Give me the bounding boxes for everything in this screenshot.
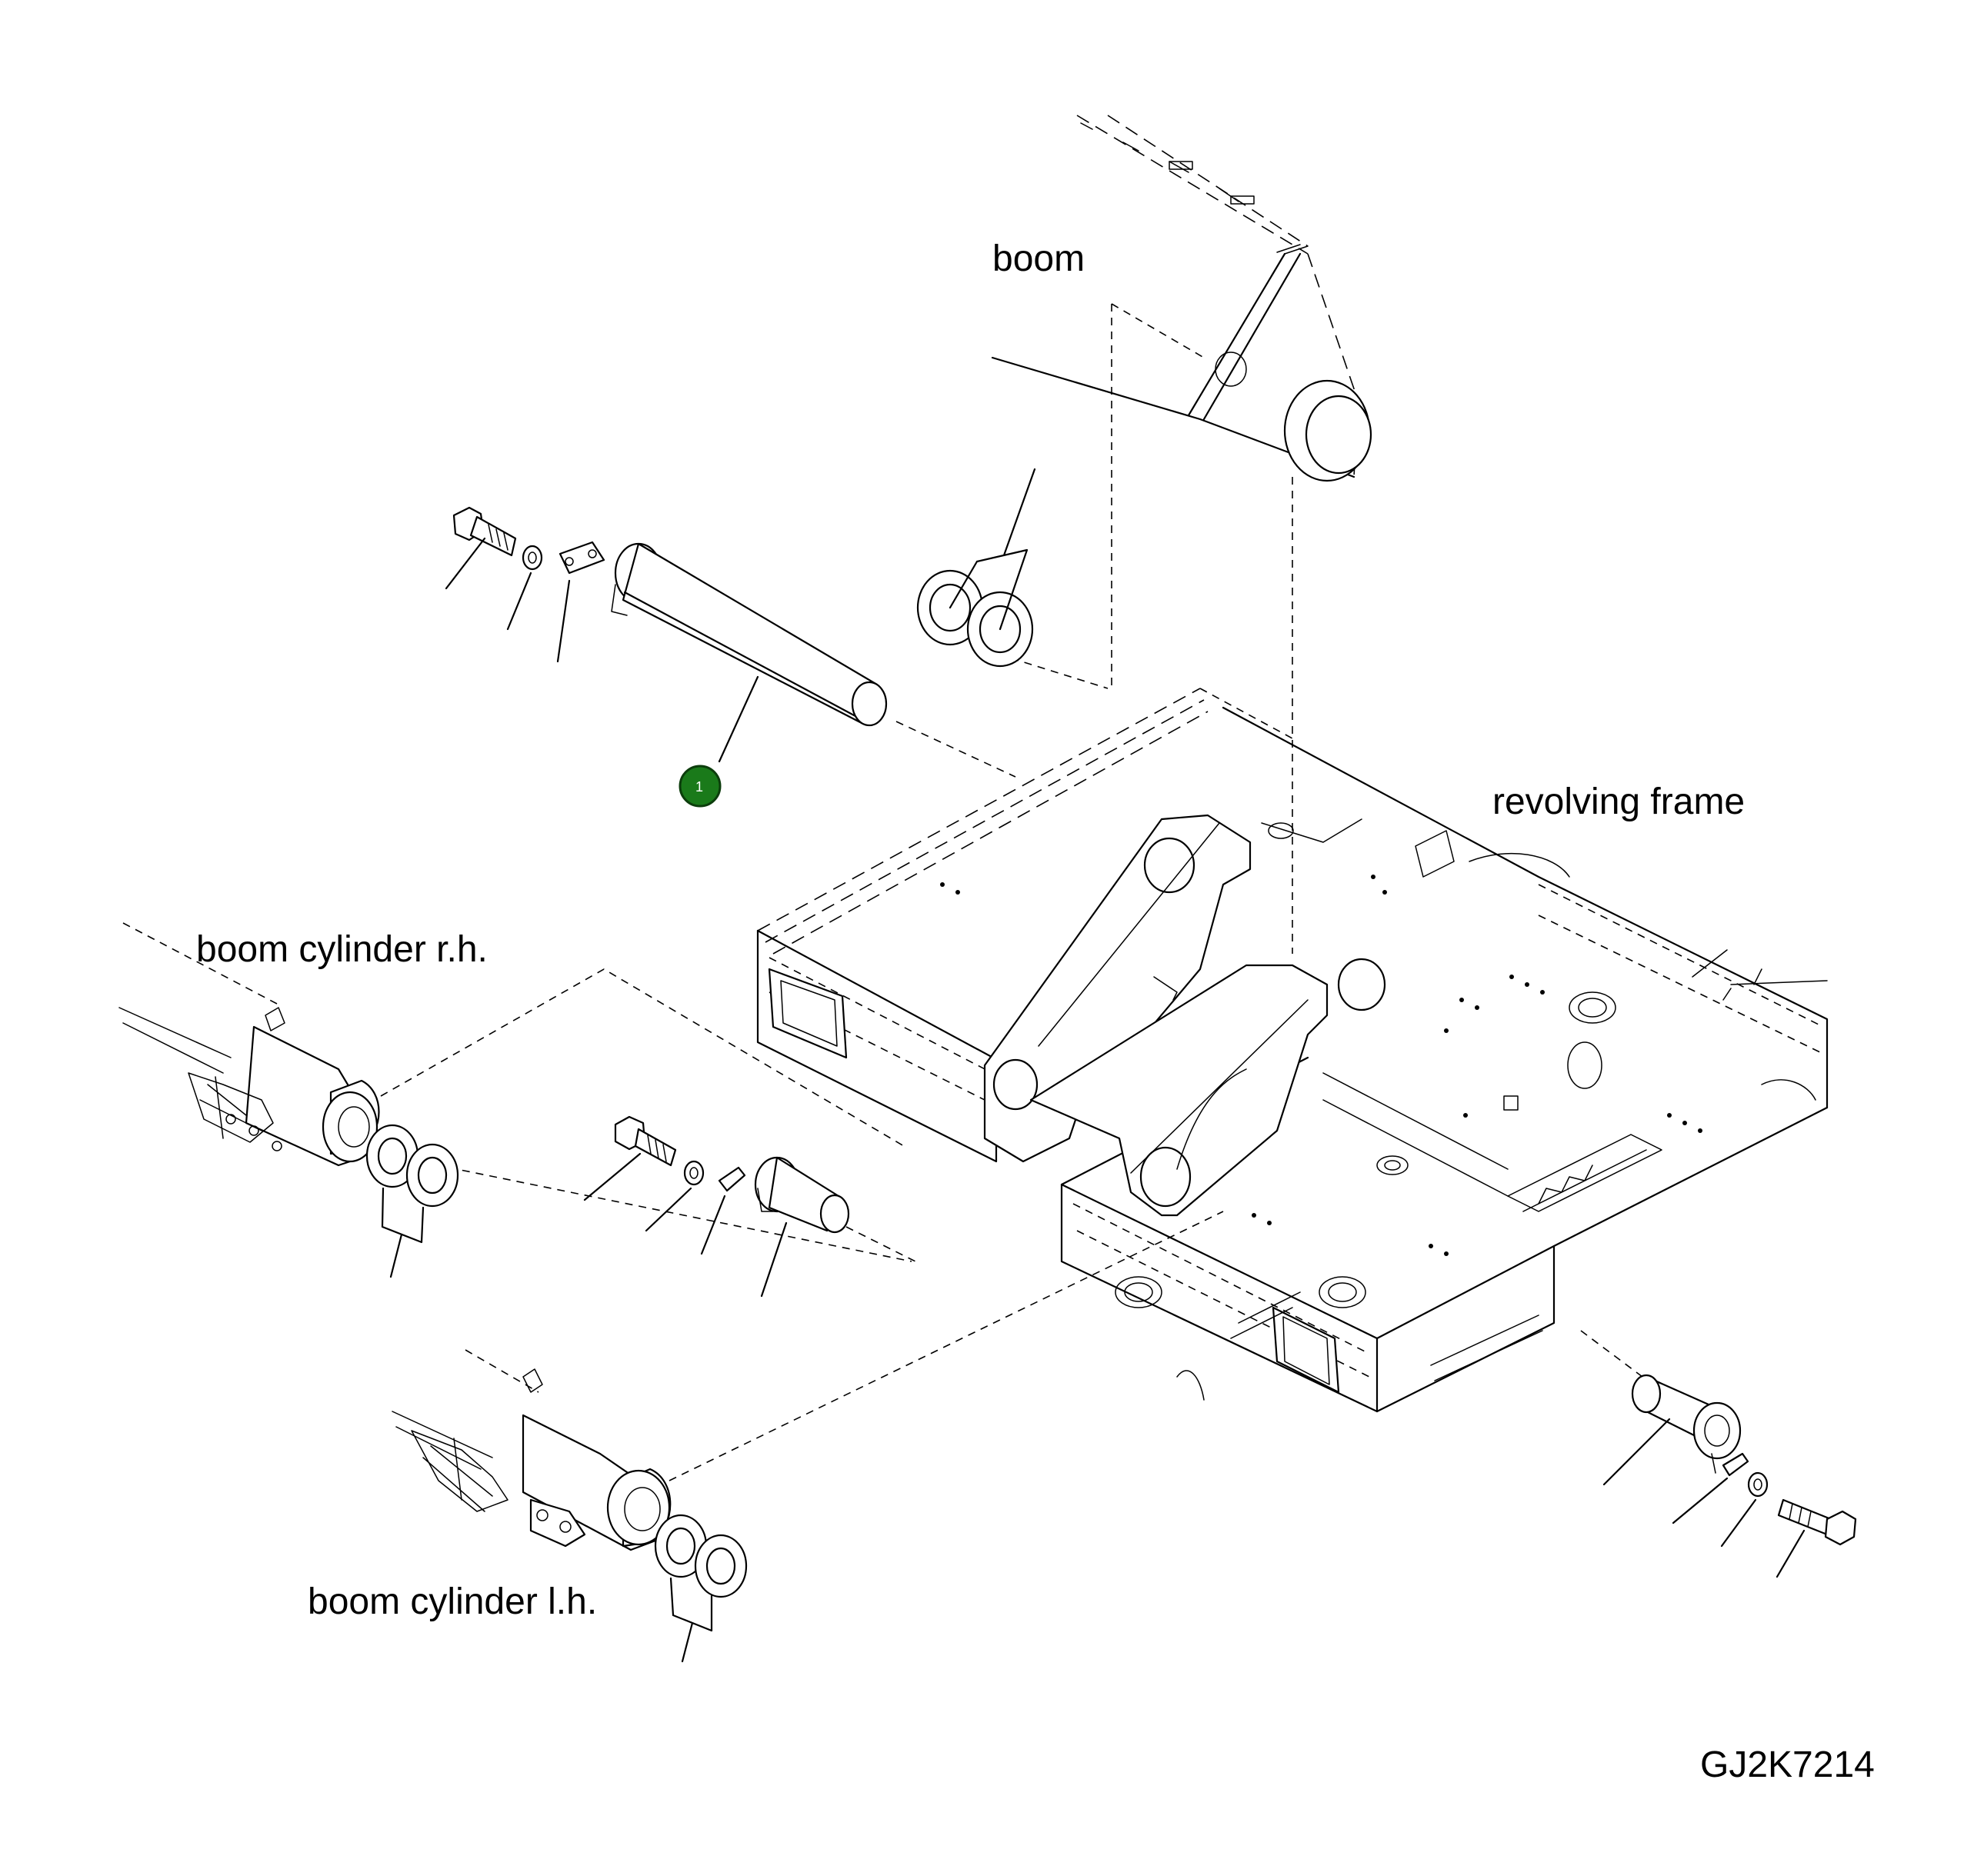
callout-1-number: 1 [695, 779, 703, 795]
callout-1-badge[interactable] [679, 765, 722, 808]
boom-cylinder-rh [118, 922, 912, 1278]
pin-1-assembly [445, 506, 1016, 778]
boom-cylinder-lh [392, 1211, 1224, 1663]
label-boom-cylinder-lh: boom cylinder l.h. [308, 1581, 597, 1622]
boom-washers [916, 468, 1036, 668]
label-boom-cylinder-rh: boom cylinder r.h. [196, 929, 488, 970]
label-boom: boom [992, 238, 1085, 279]
cylinder-pin-assembly-lh [1580, 1330, 1857, 1578]
frame-holes [940, 875, 1702, 1256]
revolving-frame [756, 688, 1829, 1413]
label-revolving-frame: revolving frame [1492, 781, 1745, 822]
drawing-code: GJ2K7214 [1700, 1744, 1875, 1785]
cylinder-pin-assembly-rh [583, 1115, 916, 1298]
boom-part [984, 115, 1372, 954]
callout-1[interactable]: 1 [679, 765, 722, 808]
